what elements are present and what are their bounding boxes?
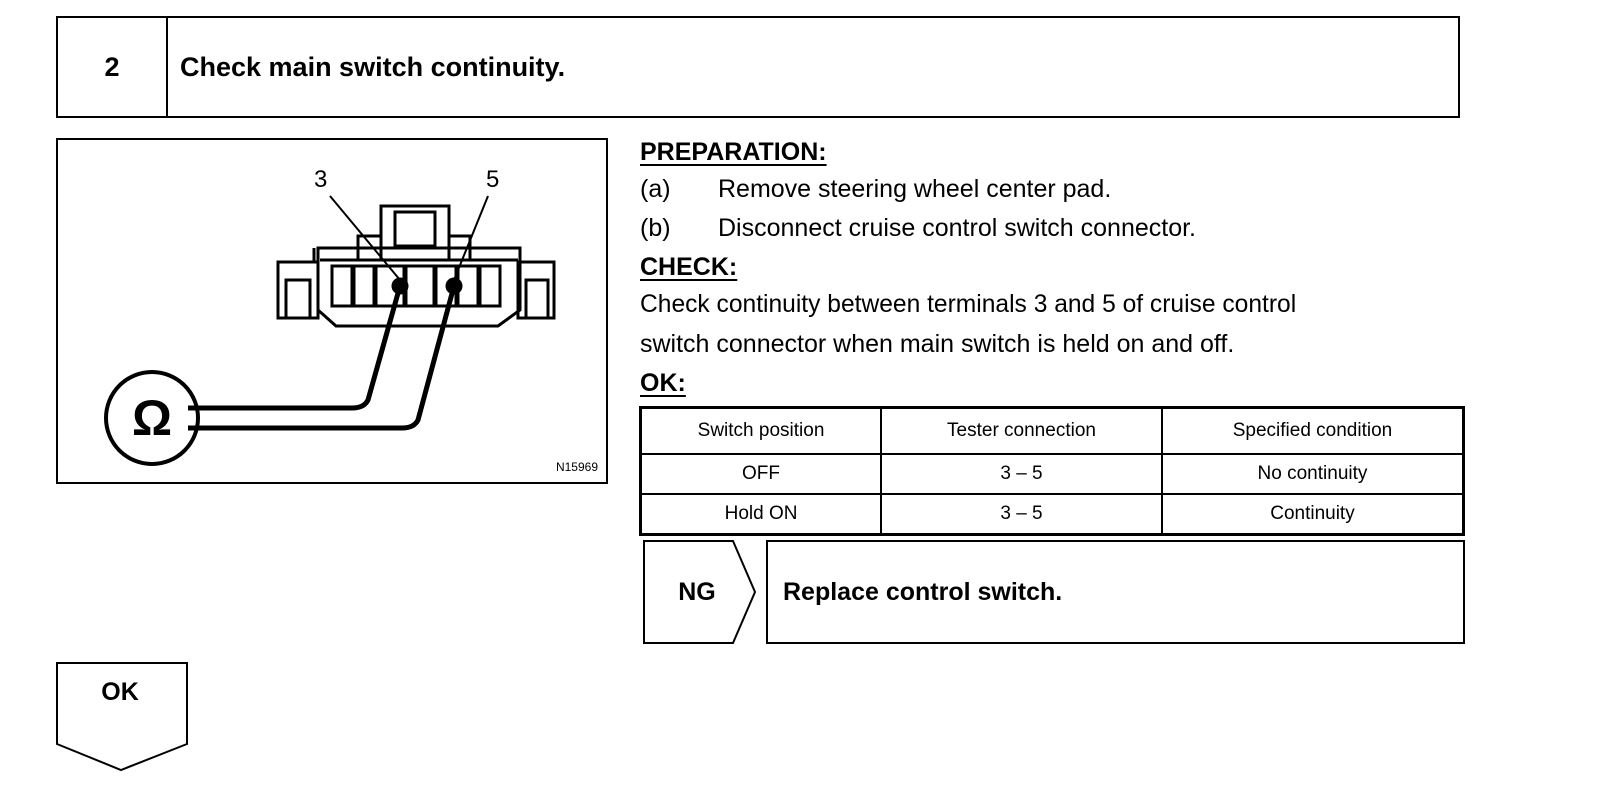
table-cell: No continuity [1160, 453, 1465, 495]
figure-id: N15969 [555, 460, 598, 474]
table-cell: Continuity [1160, 493, 1465, 536]
step-text: Disconnect cruise control switch connect… [718, 214, 1196, 242]
step-number: 2 [58, 18, 168, 116]
table-header: Specified condition [1160, 406, 1465, 455]
step-text: Remove steering wheel center pad. [718, 175, 1112, 203]
preparation-step-b: (b) Disconnect cruise control switch conn… [640, 214, 1196, 243]
down-arrow-icon [56, 662, 188, 772]
check-text-line-1: Check continuity between terminals 3 and… [640, 291, 1297, 318]
step-letter: (b) [640, 214, 671, 242]
preparation-step-a: (a) Remove steering wheel center pad. [640, 175, 1111, 204]
ohm-icon: Ω [131, 390, 173, 446]
check-text-line-2: switch connector when main switch is hel… [640, 330, 1235, 358]
ng-result-box: NG Replace control switch. [643, 540, 1465, 644]
table-cell: 3 – 5 [880, 493, 1163, 536]
check-heading: CHECK: [640, 253, 738, 281]
ok-label: OK [101, 678, 139, 706]
step-title: Check main switch continuity. [180, 51, 566, 82]
step-letter: (a) [640, 175, 671, 203]
ng-arrow-icon [643, 540, 1465, 644]
table-cell: 3 – 5 [880, 453, 1163, 495]
terminal-label-3: 3 [314, 166, 328, 193]
connector-figure: 3 5 Ω N15969 [56, 138, 608, 484]
preparation-heading: PREPARATION: [640, 138, 827, 166]
ok-next-box: OK [56, 662, 190, 774]
ok-heading: OK: [640, 369, 686, 397]
ng-label: NG [678, 577, 716, 606]
table-cell: Hold ON [639, 493, 883, 536]
table-row: Hold ON 3 – 5 Continuity [639, 493, 1465, 536]
ng-action: Replace control switch. [783, 577, 1063, 606]
table-header: Tester connection [880, 406, 1163, 455]
specification-table: Switch position Tester connection Specif… [639, 406, 1465, 536]
table-row: OFF 3 – 5 No continuity [639, 453, 1465, 495]
ohmmeter-connector-illustration [104, 195, 556, 466]
table-cell: OFF [639, 453, 883, 495]
table-header: Switch position [639, 406, 883, 455]
step-header: 2 Check main switch continuity. [56, 16, 1460, 118]
terminal-label-5: 5 [486, 166, 500, 193]
table-header-row: Switch position Tester connection Specif… [639, 406, 1465, 455]
